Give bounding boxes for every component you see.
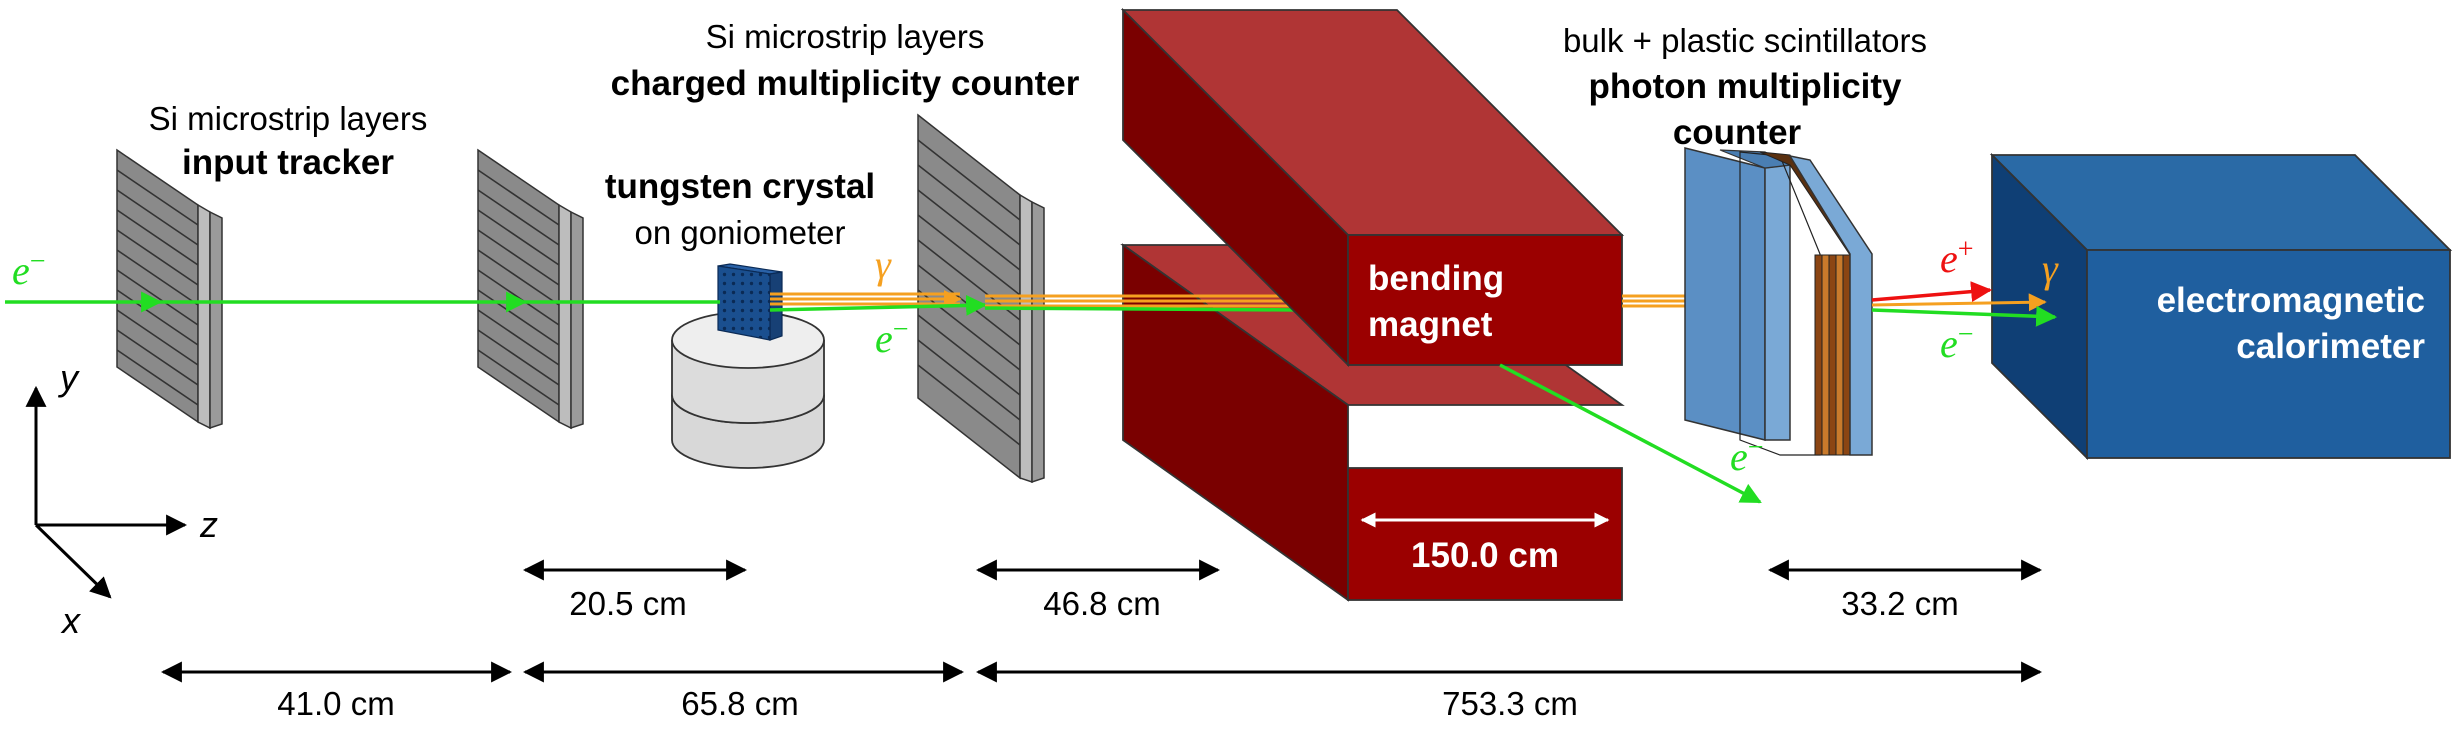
- silicon-plane-1: [116, 148, 223, 430]
- cmc-top-label: Si microstrip layers: [706, 18, 985, 55]
- calorimeter-label-line2: calorimeter: [2236, 327, 2425, 366]
- electron-symbol-deflected: e: [1730, 434, 1748, 479]
- deflected-electron: [1499, 363, 1762, 504]
- electron-sign-incoming: −: [30, 246, 46, 277]
- input-tracker-top-label: Si microstrip layers: [149, 100, 428, 137]
- svg-text:e−: e−: [875, 314, 909, 361]
- dim-65-label: 65.8 cm: [681, 685, 798, 722]
- svg-text:e−: e−: [1730, 432, 1764, 479]
- tungsten-crystal: [717, 263, 783, 341]
- bending-magnet-upper: [1120, 7, 1625, 368]
- electromagnetic-calorimeter: [1989, 152, 2453, 461]
- particle-symbols: e− γ e− e− e+ γ e−: [12, 234, 2059, 479]
- calorimeter-label-line1: electromagnetic: [2157, 281, 2425, 320]
- dim-46-label: 46.8 cm: [1043, 585, 1160, 622]
- photon-multiplicity-counter: [1684, 147, 1873, 456]
- electron-sign-crystal: −: [893, 314, 909, 345]
- positron-sign: +: [1958, 234, 1974, 265]
- beam-lines: [5, 290, 1301, 316]
- photon-symbol-crystal: γ: [875, 242, 892, 287]
- electron-sign-calorimeter: −: [1958, 319, 1974, 350]
- electron-sign-deflected: −: [1748, 432, 1764, 463]
- pmc-label-line2: counter: [1673, 113, 1802, 152]
- electron-symbol-calorimeter: e: [1940, 321, 1958, 366]
- axis-y-label: y: [57, 357, 80, 398]
- svg-text:e−: e−: [1940, 319, 1974, 366]
- svg-text:e−: e−: [12, 246, 46, 293]
- electron-symbol-crystal: e: [875, 316, 893, 361]
- svg-text:e+: e+: [1940, 234, 1974, 281]
- input-tracker-label: input tracker: [182, 143, 394, 182]
- cmc-label: charged multiplicity counter: [611, 64, 1080, 103]
- dim-753-label: 753.3 cm: [1442, 685, 1578, 722]
- magnet-label-line1: bending: [1368, 259, 1504, 298]
- electron-symbol-incoming: e: [12, 248, 30, 293]
- coordinate-axes: y z x: [25, 357, 218, 641]
- axis-z-label: z: [199, 504, 218, 545]
- silicon-plane-2: [477, 148, 584, 430]
- dim-20-label: 20.5 cm: [569, 585, 686, 622]
- dimension-arrows: [160, 559, 2043, 683]
- pmc-label-line1: photon multiplicity: [1588, 67, 1902, 106]
- dim-150-label: 150.0 cm: [1411, 536, 1559, 575]
- crystal-sub-label: on goniometer: [635, 214, 846, 251]
- dim-33-label: 33.2 cm: [1841, 585, 1958, 622]
- crystal-label: tungsten crystal: [605, 167, 875, 206]
- axis-x-label: x: [60, 600, 82, 641]
- magnet-label-line2: magnet: [1368, 305, 1493, 344]
- photon-symbol-calorimeter: γ: [2042, 246, 2059, 291]
- goniometer: [671, 311, 825, 469]
- pmc-top-label: bulk + plastic scintillators: [1563, 22, 1927, 59]
- dim-41-label: 41.0 cm: [277, 685, 394, 722]
- positron-symbol: e: [1940, 236, 1958, 281]
- particles-into-calorimeter: [1871, 281, 2058, 327]
